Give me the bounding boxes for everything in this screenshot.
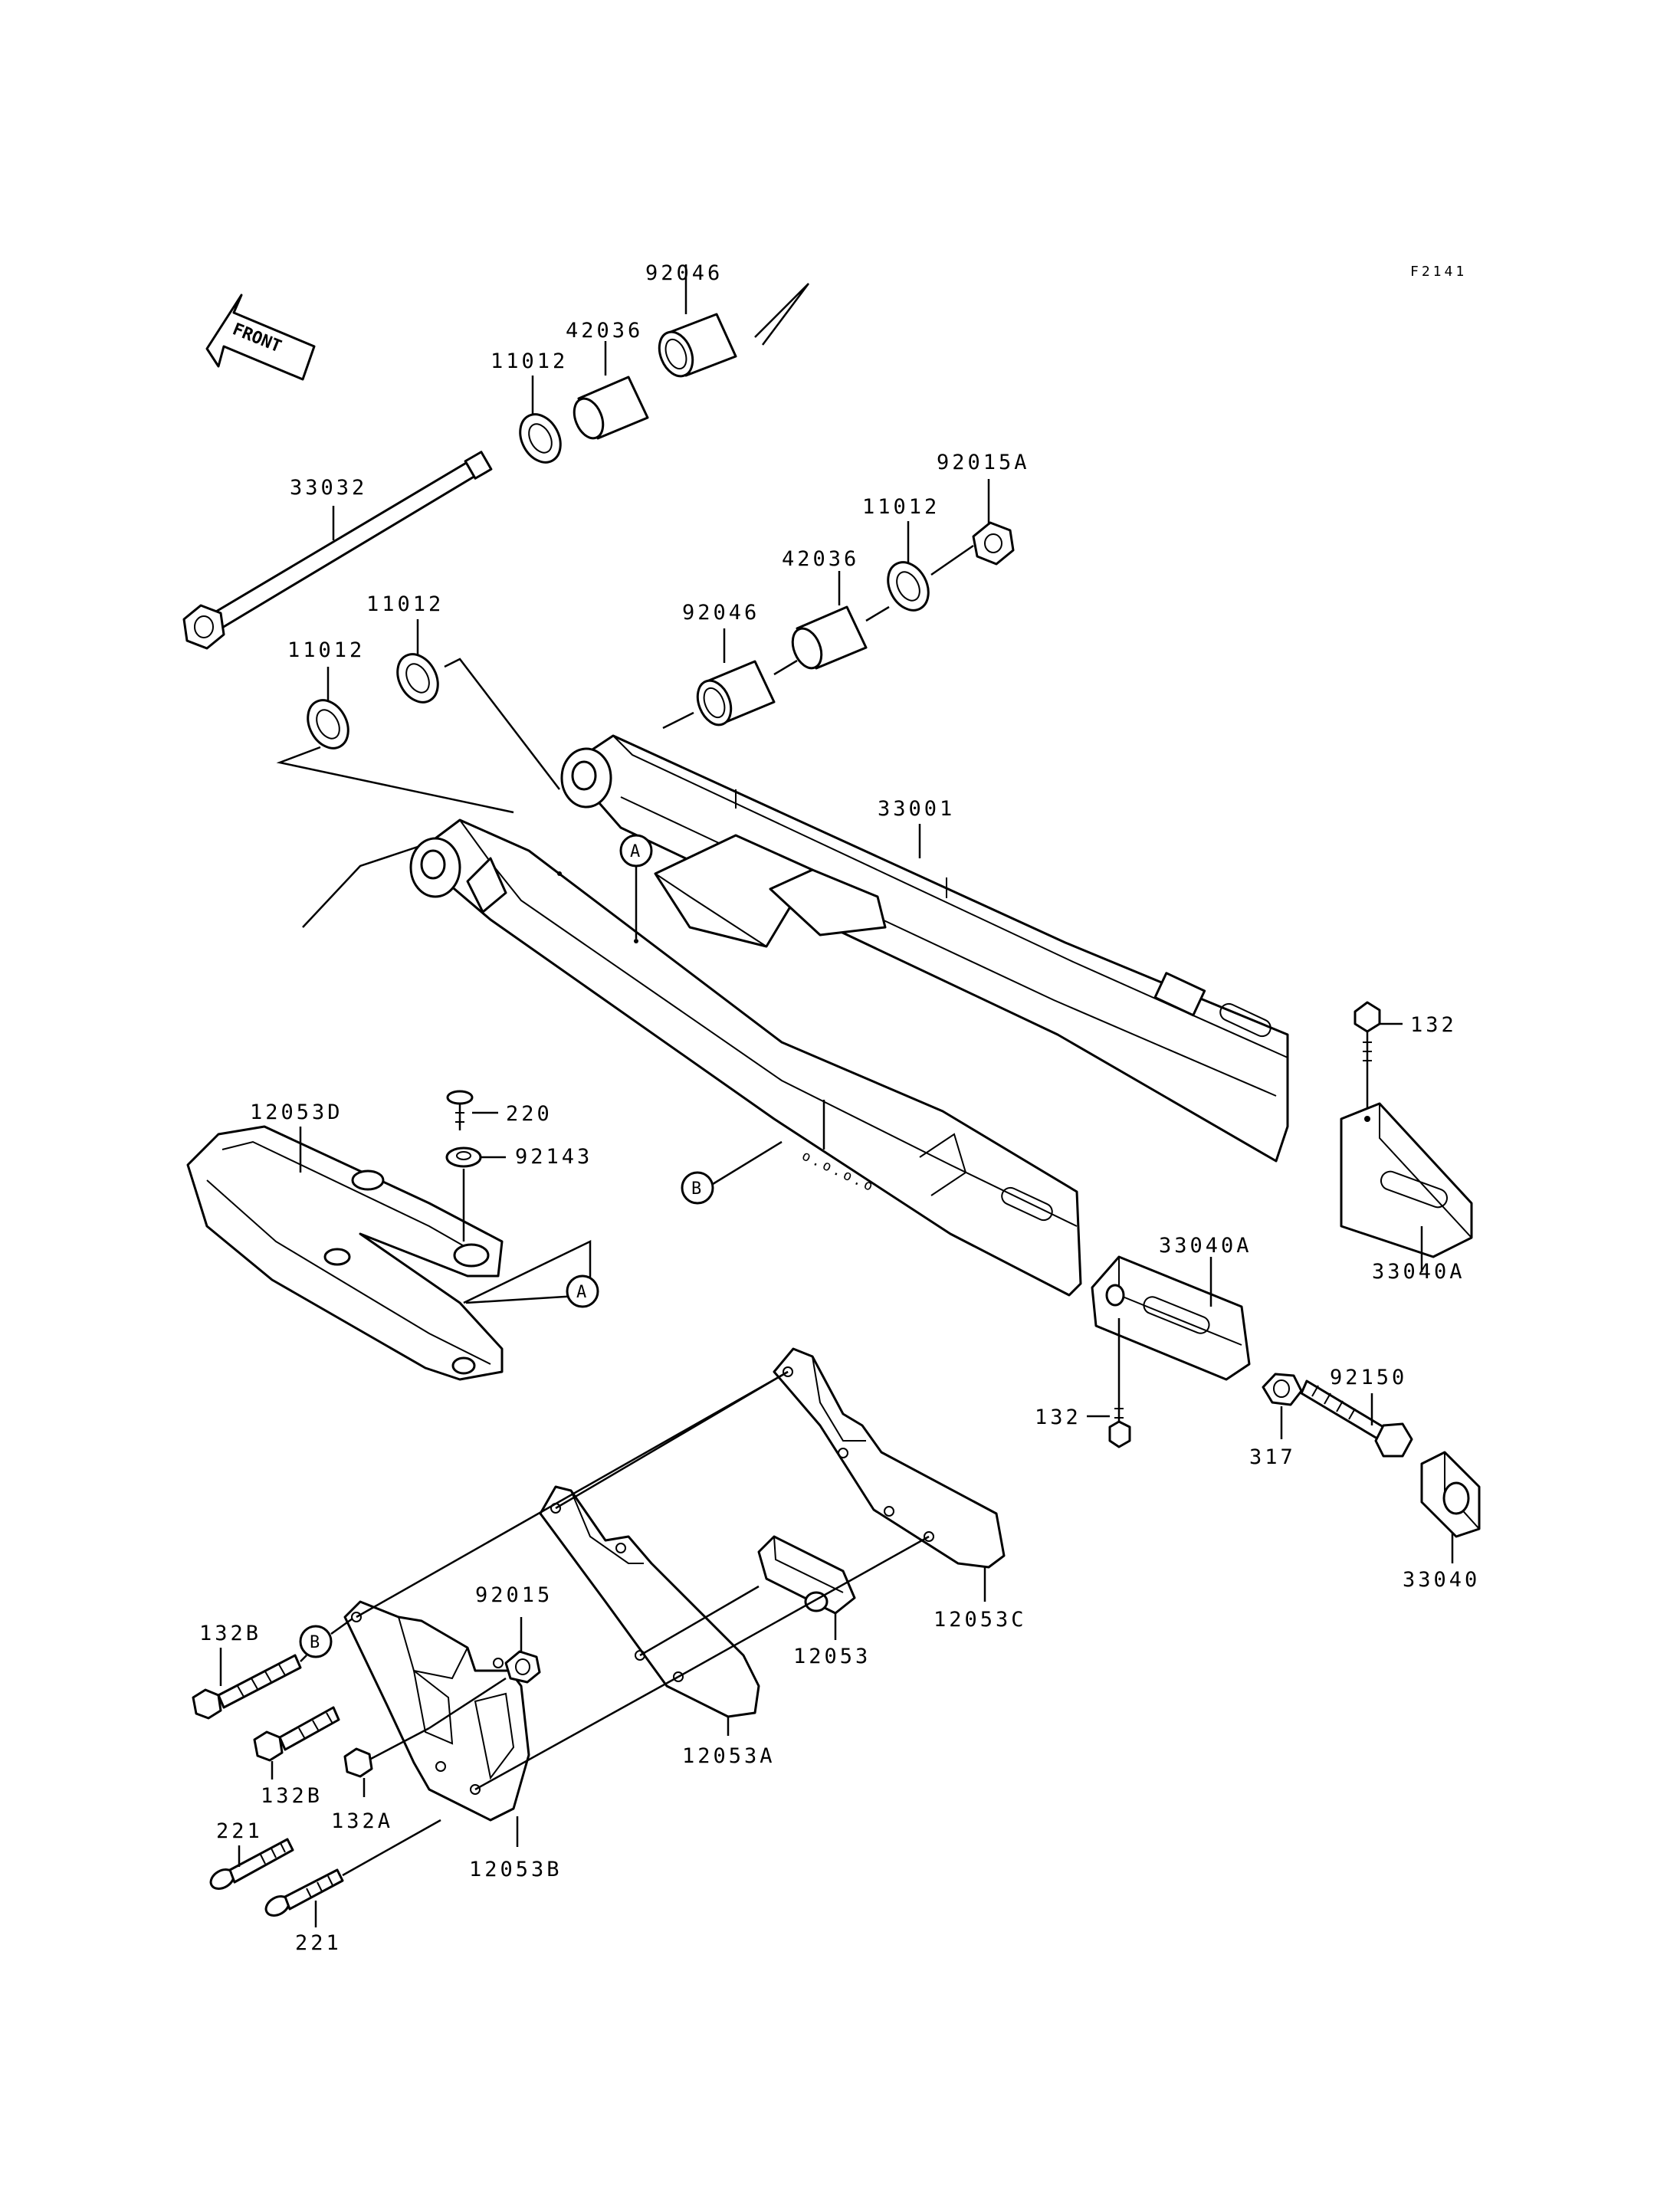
callout-b-circle [681,1171,714,1205]
seal-11012-mid-left [396,653,439,704]
part-label-11012-mid-left: 11012 [366,592,444,616]
part-label-92143: 92143 [515,1145,592,1169]
part-label-317: 317 [1249,1445,1296,1469]
part-label-33032: 33032 [290,476,367,500]
bolt-132B-a [192,1654,302,1720]
part-label-92015: 92015 [475,1583,553,1607]
bolt-92150 [1300,1379,1413,1458]
part-label-92046-right: 92046 [682,601,760,625]
callout-b-label: B [691,1179,701,1199]
chain-adjuster-33040A-mid [1091,1255,1251,1381]
bolt-132-mid [1108,1402,1131,1448]
part-label-92150: 92150 [1330,1366,1407,1389]
part-label-132-mid: 132 [1035,1406,1081,1429]
callout-a2-label: A [576,1283,586,1302]
part-label-33040A-right: 33040A [1372,1260,1465,1284]
swingarm-33001: o.o.o.o [409,734,1289,1297]
part-label-12053D: 12053D [250,1100,343,1124]
part-label-92015A: 92015A [937,451,1030,474]
nut-92015 [504,1650,541,1684]
part-label-42036-right: 42036 [782,547,859,571]
callout-a-label: A [630,842,640,861]
part-label-132-right: 132 [1410,1013,1457,1037]
part-label-132B-b: 132B [261,1784,323,1808]
callout-a-circle [619,834,653,868]
part-label-42036-top: 42036 [566,319,643,343]
chain-guide-12053B [343,1600,530,1822]
collar-92143 [445,1146,482,1168]
leader [639,1585,760,1657]
chain-slider-12053D [186,1125,504,1381]
part-label-33001: 33001 [878,797,955,821]
part-label-12053: 12053 [793,1645,871,1668]
part-label-221-a: 221 [216,1819,263,1843]
part-label-11012-top: 11012 [491,349,568,373]
bearing-92046-right [696,660,776,727]
chain-adjuster-33040A-right [1340,1102,1473,1258]
callout-b2-label: B [310,1633,320,1652]
leader [342,1819,441,1877]
bolt-132-right [1354,1001,1381,1073]
leader [474,1675,679,1791]
part-label-33040: 33040 [1403,1568,1480,1592]
leader-break [754,283,809,346]
part-label-132A: 132A [331,1809,393,1833]
part-label-12053B: 12053B [469,1858,563,1881]
leader [712,1140,783,1186]
chain-roller-12053 [757,1535,856,1615]
part-label-33040A-mid: 33040A [1159,1234,1252,1258]
part-label-12053C: 12053C [934,1608,1027,1632]
adjuster-block-33040 [1420,1451,1481,1538]
part-label-12053A: 12053A [682,1744,776,1768]
part-label-11012-right: 11012 [862,495,940,519]
leader [428,1677,507,1730]
pivot-shaft-33032 [182,451,493,650]
screw-221-a [209,1838,294,1890]
nut-92015A [972,521,1015,566]
seal-11012-left [307,699,349,750]
chain-guide-12053A [539,1485,760,1718]
leader-break [276,746,514,814]
part-label-132B-a: 132B [199,1622,261,1645]
callout-a2-circle [566,1274,599,1308]
leader-break [302,841,430,928]
leader [865,605,890,622]
callout-b2-circle [299,1625,333,1658]
screw-220 [446,1090,474,1130]
screw-221-b [264,1868,344,1917]
leader [773,659,798,676]
part-label-11012-left: 11012 [287,638,365,662]
leader [463,1240,592,1304]
part-label-92046-top: 92046 [645,261,723,285]
bolt-132B-b [253,1706,340,1762]
seal-11012-top [519,413,562,464]
leader [662,711,694,730]
nut-317 [1262,1373,1303,1406]
leader [678,1535,930,1678]
collar-42036-right [791,605,868,670]
leader [330,1617,353,1635]
leader [356,1370,789,1619]
leader [555,1370,789,1510]
bearing-92046-top [658,313,737,378]
leader [444,658,560,790]
bolt-132A [343,1727,430,1778]
chain-guide-12053C [773,1347,1006,1569]
seal-11012-right [887,561,930,612]
part-label-220: 220 [506,1102,553,1126]
front-arrow-icon: FRONT [205,294,316,381]
figure-code: F2141 [1410,264,1467,280]
part-label-221-b: 221 [295,1931,342,1955]
leader [930,544,974,576]
leader [300,1655,307,1662]
collar-42036-top [573,376,649,440]
